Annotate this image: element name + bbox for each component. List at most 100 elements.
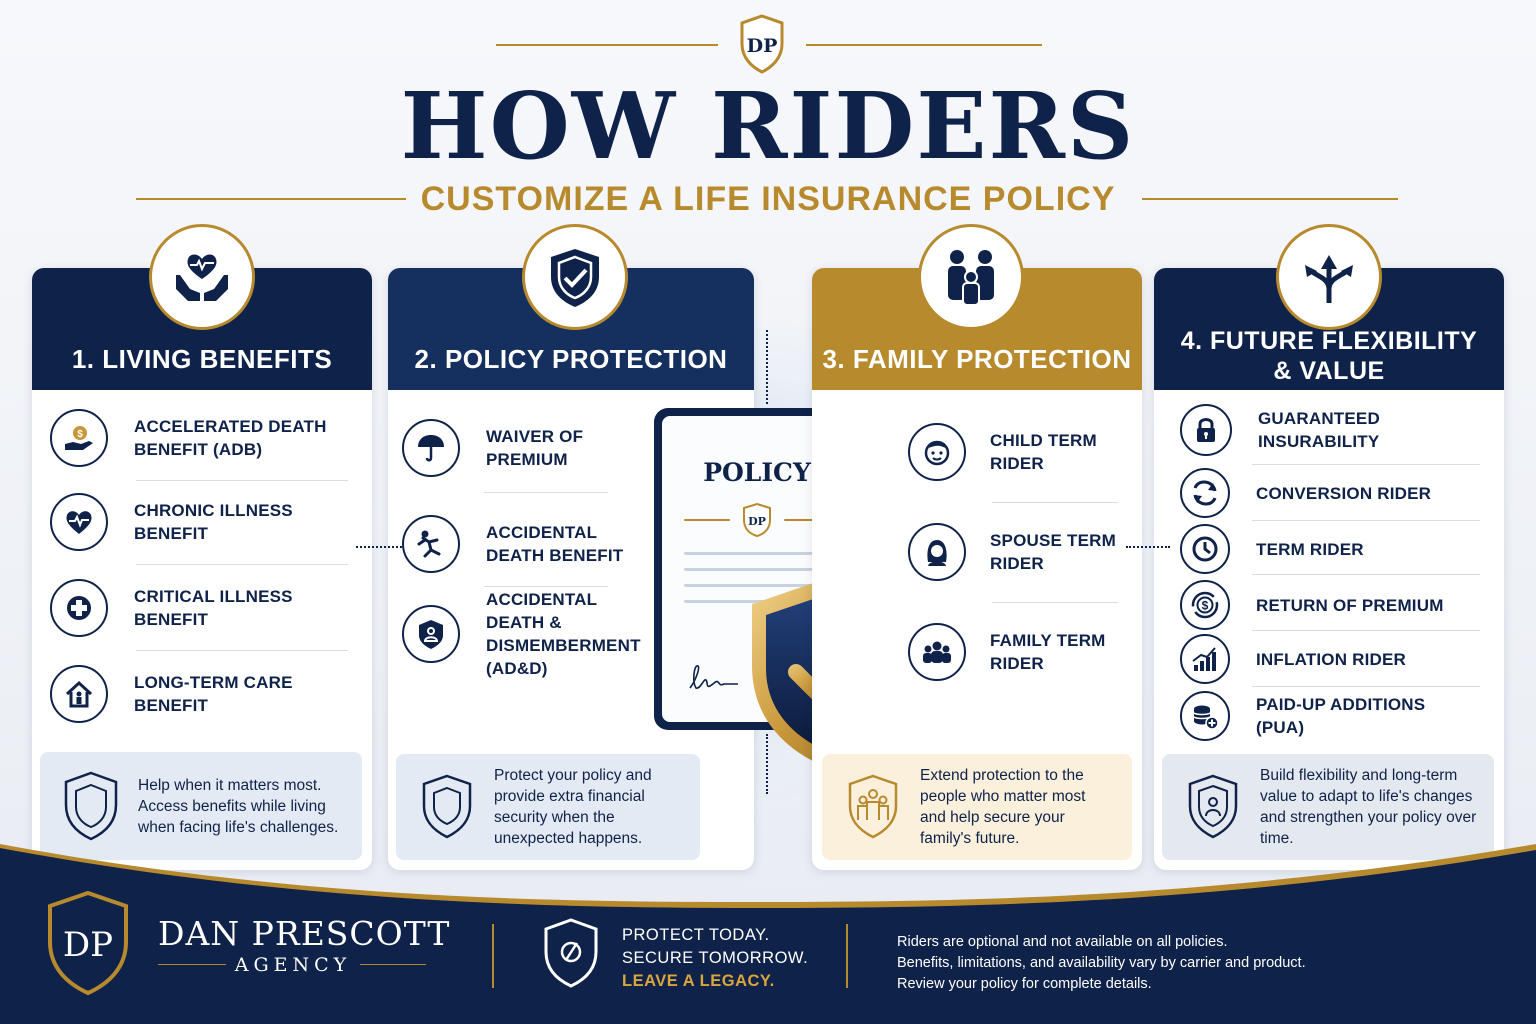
divider [992, 502, 1118, 503]
crest-logo: DP [738, 14, 786, 74]
list-item-family-term-rider: FAMILY TERM RIDER [908, 612, 1120, 692]
bar-chart-icon [1180, 634, 1230, 684]
card-future-flexibility-value: 4. FUTURE FLEXIBILITY & VALUE GUARANTEED… [1154, 224, 1504, 870]
doc-line [684, 584, 830, 587]
list-item-waiver-of-premium: WAIVER OF PREMIUM [402, 408, 626, 488]
divider [1252, 630, 1480, 631]
agency-rule-left [158, 964, 226, 965]
group-icon [908, 623, 966, 681]
doc-line [684, 552, 830, 555]
item-label: LONG-TERM CARE BENEFIT [134, 673, 293, 715]
connector-vertical-bottom [766, 734, 768, 794]
disclaimer-line-3: Review your policy for complete details. [897, 976, 1152, 992]
branching-arrows-icon [1276, 224, 1382, 330]
item-label: FAMILY TERM RIDER [990, 631, 1106, 673]
signature-icon [689, 665, 738, 689]
refresh-icon [1180, 468, 1230, 518]
connector-right [1126, 546, 1170, 548]
list-item-guaranteed-insurability: GUARANTEED INSURABILITY [1180, 392, 1458, 468]
divider [484, 586, 608, 587]
page-subtitle: CUSTOMIZE A LIFE INSURANCE POLICY [420, 180, 1116, 218]
doc-crest-icon: DP [743, 502, 771, 538]
subtitle-rule-left [136, 198, 406, 200]
clock-icon [1180, 524, 1230, 574]
divider [136, 650, 348, 651]
header-rule-right [806, 44, 1042, 46]
item-label: PAID-UP ADDITIONS (PUA) [1256, 695, 1426, 737]
item-label: ACCIDENTAL DEATH BENEFIT [486, 523, 624, 565]
doc-rule [784, 519, 830, 521]
divider [484, 492, 608, 493]
shield-outline-icon [422, 774, 472, 839]
info-text: Protect your policy and provide extra fi… [494, 767, 652, 847]
item-label: GUARANTEED INSURABILITY [1258, 409, 1380, 451]
shield-person-outline-icon [1188, 774, 1238, 839]
list-item-child-term-rider: CHILD TERM RIDER [908, 412, 1120, 492]
doc-line [684, 568, 830, 571]
footer-background [0, 844, 1536, 1024]
connector-vertical-top [766, 330, 768, 404]
slogan-line-3: LEAVE A LEGACY. [622, 972, 775, 990]
policy-title: POLICY [703, 458, 811, 487]
info-text: Help when it matters most. Access benefi… [138, 776, 339, 836]
disclaimer: Riders are optional and not available on… [897, 932, 1306, 995]
header-rule-left [496, 44, 718, 46]
slogan-line-1: PROTECT TODAY. [622, 926, 770, 944]
doc-monogram: DP [748, 515, 766, 528]
list-item-conversion-rider: CONVERSION RIDER [1180, 466, 1456, 520]
coins-plus-icon [1180, 691, 1230, 741]
coin-hand-icon: $ [50, 409, 108, 467]
brand-name: DAN PRESCOTT [158, 914, 451, 953]
medical-cross-icon [50, 579, 108, 637]
footer-monogram: DP [63, 925, 113, 965]
item-label: ACCIDENTAL DEATH & DISMEMBERMENT (AD&D) [486, 590, 641, 678]
page-title: HOW RIDERS [400, 72, 1136, 180]
umbrella-icon [402, 419, 460, 477]
item-label: ACCELERATED DEATH BENEFIT (ADB) [134, 417, 327, 459]
shield-check-icon [522, 224, 628, 330]
info-text: Extend protection to the people who matt… [920, 767, 1086, 847]
divider [1252, 686, 1480, 687]
divider [136, 480, 348, 481]
crest-monogram: DP [747, 35, 778, 57]
divider [1252, 464, 1480, 465]
item-label: CHRONIC ILLNESS BENEFIT [134, 501, 293, 543]
list-item-spouse-term-rider: SPOUSE TERM RIDER [908, 512, 1120, 592]
divider [1252, 520, 1480, 521]
list-item-accidental-death-benefit: ACCIDENTAL DEATH BENEFIT [402, 504, 646, 584]
list-item-chronic-illness-benefit: CHRONIC ILLNESS BENEFIT [50, 482, 334, 562]
footer-separator [846, 924, 848, 988]
footer-separator [492, 924, 494, 988]
heart-hands-icon [149, 224, 255, 330]
divider [992, 602, 1118, 603]
shield-family-icon [848, 774, 898, 839]
shield-slash-icon [540, 916, 602, 990]
doc-line [684, 600, 794, 603]
divider [136, 564, 348, 565]
info-box: Protect your policy and provide extra fi… [396, 754, 700, 860]
dollar-cycle-icon: $ [1180, 580, 1230, 630]
divider [1252, 574, 1480, 575]
info-box: Build flexibility and long-term value to… [1162, 754, 1494, 860]
falling-person-icon [402, 515, 460, 573]
card-living-benefits: 1. LIVING BENEFITS $ ACCELERATED DEATH B… [32, 224, 372, 870]
disclaimer-line-1: Riders are optional and not available on… [897, 934, 1228, 950]
info-box: Help when it matters most. Access benefi… [40, 752, 362, 860]
list-item-inflation-rider: INFLATION RIDER [1180, 632, 1456, 686]
list-item-paid-up-additions: PAID-UP ADDITIONS (PUA) [1180, 688, 1456, 744]
slogan-line-2: SECURE TOMORROW. [622, 949, 809, 967]
house-person-icon [50, 665, 108, 723]
list-item-return-of-premium: $ RETURN OF PREMIUM [1180, 576, 1456, 634]
connector-left [356, 546, 402, 548]
footer-logo: DP [46, 890, 130, 996]
family-icon [918, 224, 1024, 330]
brand-agency: AGENCY [234, 954, 352, 976]
item-label: TERM RIDER [1256, 539, 1364, 559]
item-label: CHILD TERM RIDER [990, 431, 1097, 473]
heart-pulse-icon [50, 493, 108, 551]
list-item-accelerated-death-benefit: $ ACCELERATED DEATH BENEFIT (ADB) [50, 398, 354, 478]
item-label: SPOUSE TERM RIDER [990, 531, 1116, 573]
svg-text:$: $ [77, 429, 83, 440]
list-item-long-term-care-benefit: LONG-TERM CARE BENEFIT [50, 654, 334, 734]
child-face-icon [908, 423, 966, 481]
